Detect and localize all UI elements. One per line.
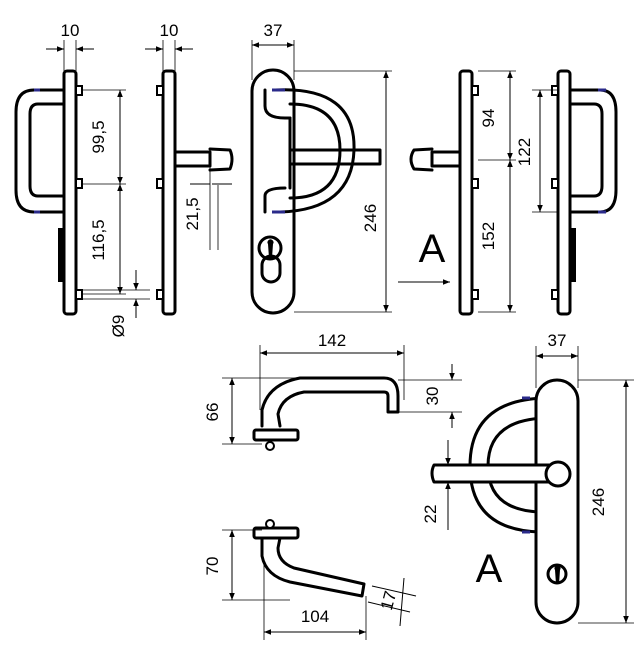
side-view-left: 10 99,5 116,5 Ø9 [14, 21, 150, 338]
dim-right-lower: 152 [479, 222, 498, 250]
cylinder-stub [58, 228, 64, 282]
dim-lever-thickness: 17 [377, 589, 400, 612]
dim-lever-length: 104 [301, 607, 329, 626]
handle-profile-shape [260, 376, 400, 428]
spindle [173, 150, 212, 168]
front-view-a: 37 246 22 A [421, 331, 634, 625]
dim-grip-height: 30 [423, 387, 442, 406]
screw [156, 289, 164, 300]
view-a-label-bottom: A [476, 547, 503, 591]
screw [471, 85, 479, 96]
dim-hole-diameter: Ø9 [109, 315, 128, 338]
view-a-label: A [419, 227, 446, 271]
lever-rose [252, 526, 300, 540]
front-spindle [288, 148, 382, 166]
dim-view-a-height: 246 [589, 488, 608, 516]
side-view-far-right: 122 [515, 69, 618, 316]
screw [156, 178, 164, 189]
dim-right-upper: 94 [479, 109, 498, 128]
screw [156, 85, 164, 96]
u-handle-left [14, 88, 66, 214]
dim-upper-spacing: 99,5 [89, 120, 108, 153]
dim-front-height: 246 [361, 204, 380, 232]
u-handle-inner-left [28, 102, 66, 198]
dim-handle-height: 66 [203, 403, 222, 422]
backplate-mid [161, 69, 177, 316]
screw [75, 178, 83, 189]
side-view-spindle: 10 21,5 [145, 21, 234, 316]
dim-far-right-spacing: 122 [515, 138, 534, 166]
lever-profile: 70 104 17 [203, 519, 417, 640]
keyhole-rose [257, 235, 283, 261]
u-handle-far-right [568, 88, 618, 214]
dim-grip-offset: 22 [421, 505, 440, 524]
screw [551, 289, 559, 300]
front-plate [250, 68, 296, 315]
spindle-knob-right [409, 147, 434, 172]
keyhole [267, 239, 274, 258]
dim-side-mid-width: 10 [160, 21, 179, 40]
screw [551, 85, 559, 96]
dim-front-width: 37 [264, 21, 283, 40]
dim-view-a-width: 37 [548, 331, 567, 350]
screw [75, 85, 83, 96]
front-view: 37 246 A [250, 21, 450, 315]
handle-profile: 142 66 30 [203, 331, 462, 451]
spindle-right [430, 150, 462, 168]
view-a-plate [534, 378, 580, 625]
handle-rose [252, 428, 300, 442]
dim-handle-length: 142 [318, 331, 346, 350]
screw [471, 289, 479, 300]
front-handle-arm [263, 88, 292, 120]
dim-side-left-width: 10 [61, 21, 80, 40]
screw [551, 178, 559, 189]
side-view-right: 94 152 [409, 69, 516, 316]
lever-shape [260, 536, 366, 598]
backplate-far-right [556, 69, 572, 316]
dim-lower-spacing: 116,5 [89, 219, 108, 260]
dim-spindle-offset: 21,5 [183, 197, 202, 230]
spindle-knob [208, 147, 234, 172]
view-a-lever [430, 463, 558, 484]
screw [471, 178, 479, 189]
dim-lever-height: 70 [203, 557, 222, 576]
backplate-right [458, 69, 474, 316]
backplate-left [62, 69, 78, 316]
screw [75, 289, 83, 300]
